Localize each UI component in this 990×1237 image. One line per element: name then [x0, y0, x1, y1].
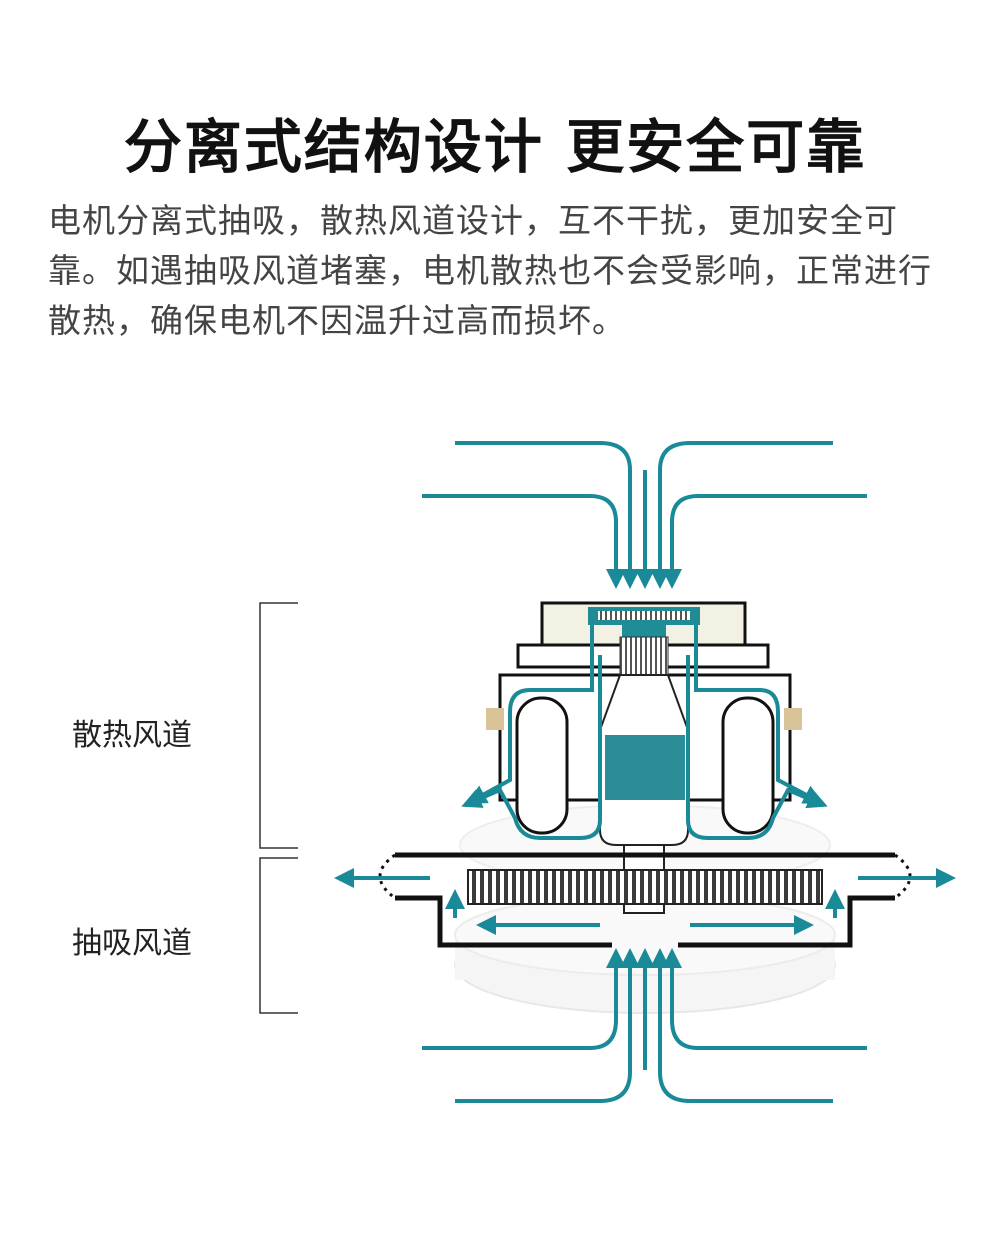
- description-text: 电机分离式抽吸，散热风道设计，互不干扰，更加安全可靠。如遇抽吸风道堵塞，电机散热…: [48, 201, 932, 340]
- heat-channel-bracket: [259, 602, 298, 849]
- heat-airflow-arrows: [422, 441, 867, 840]
- page-title: 分离式结构设计 更安全可靠: [123, 113, 867, 181]
- motor-armature: [588, 607, 700, 846]
- suction-housing-outline: [395, 852, 895, 948]
- suction-channel-label: 抽吸风道: [72, 926, 192, 961]
- suction-airflow-arrows: [334, 868, 956, 1103]
- suction-channel-bracket: [259, 857, 298, 1014]
- impeller: [467, 869, 823, 905]
- heat-channel-label: 散热风道: [72, 718, 192, 753]
